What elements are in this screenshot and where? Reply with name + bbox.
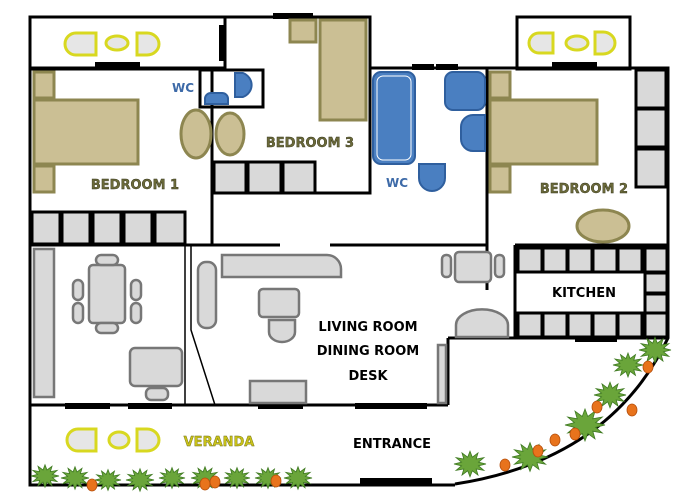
sofa-icon: [220, 253, 343, 279]
bed-icon: [488, 98, 599, 166]
plant-icon: [593, 381, 627, 409]
flower-icon: [626, 403, 638, 417]
kitchen-cabinet: [591, 311, 619, 339]
living-room: LIVING ROOM DINING ROOM DESK: [196, 250, 510, 405]
plant-icon: [125, 467, 155, 493]
veranda: VERANDA ENTRANCE: [65, 427, 431, 453]
balcony-top-left: [28, 15, 227, 71]
wc-main: WC: [372, 71, 486, 192]
desk-label: DESK: [348, 369, 388, 384]
plant-icon: [453, 450, 487, 478]
flower-icon: [86, 478, 98, 492]
plant-icon: [223, 466, 251, 490]
bed-icon: [318, 18, 368, 122]
desk-icon: [248, 379, 308, 405]
dining-table-icon: [87, 263, 127, 325]
wc-small-label: WC: [172, 81, 194, 95]
plant-icon: [94, 468, 122, 492]
flower-icon: [642, 360, 654, 374]
kitchen-cabinet: [643, 271, 669, 295]
wardrobe: [30, 210, 187, 246]
bedroom-3-label: BEDROOM 3: [266, 136, 354, 151]
plant-icon: [158, 466, 186, 490]
flower-icon: [199, 477, 211, 491]
flower-icon: [549, 433, 561, 447]
bedroom-1: BEDROOM 1: [30, 70, 246, 246]
bathtub-icon: [372, 71, 416, 165]
flower-icon: [499, 458, 511, 472]
entrance-label: ENTRANCE: [353, 437, 431, 452]
plant-icon: [60, 465, 90, 491]
kitchen-cabinet: [541, 246, 569, 274]
bed-icon: [32, 98, 140, 166]
kitchen-cabinet: [643, 311, 669, 339]
plant-icon: [511, 441, 549, 473]
flower-icon: [270, 474, 282, 488]
plant-icon: [30, 463, 60, 489]
kitchen-label: KITCHEN: [552, 286, 616, 301]
kitchen-cabinet: [643, 246, 669, 274]
plant-icon: [612, 351, 644, 379]
plant-icon: [638, 336, 672, 364]
kitchen-cabinet: [591, 246, 619, 274]
kitchen-cabinet: [516, 246, 544, 274]
toilet-icon: [418, 163, 446, 192]
balcony-top-right: [515, 15, 632, 71]
wc-small: WC: [172, 72, 253, 105]
kitchen-cabinet: [516, 311, 544, 339]
bedroom-2: BEDROOM 2: [488, 68, 668, 244]
garden-plants: [30, 336, 672, 493]
kitchen-cabinet: [541, 311, 569, 339]
kitchen-cabinet: [566, 311, 594, 339]
kitchen-cabinet: [616, 311, 644, 339]
dining-room-label: DINING ROOM: [317, 344, 419, 359]
dining-area: [32, 247, 184, 402]
bedroom-2-label: BEDROOM 2: [540, 182, 628, 197]
living-room-label: LIVING ROOM: [318, 320, 417, 335]
flower-icon: [209, 475, 221, 489]
flower-icon: [569, 427, 581, 441]
bedroom-1-label: BEDROOM 1: [91, 178, 179, 193]
flower-icon: [532, 444, 544, 458]
flower-icon: [591, 400, 603, 414]
wc-main-label: WC: [386, 176, 408, 190]
bedroom-3: BEDROOM 3: [212, 18, 368, 195]
veranda-label: VERANDA: [184, 435, 255, 450]
balcony-furniture: [63, 31, 161, 57]
kitchen-cabinet: [643, 292, 669, 316]
plant-icon: [283, 465, 313, 491]
kitchen-cabinet: [616, 246, 644, 274]
kitchen-cabinet: [566, 246, 594, 274]
